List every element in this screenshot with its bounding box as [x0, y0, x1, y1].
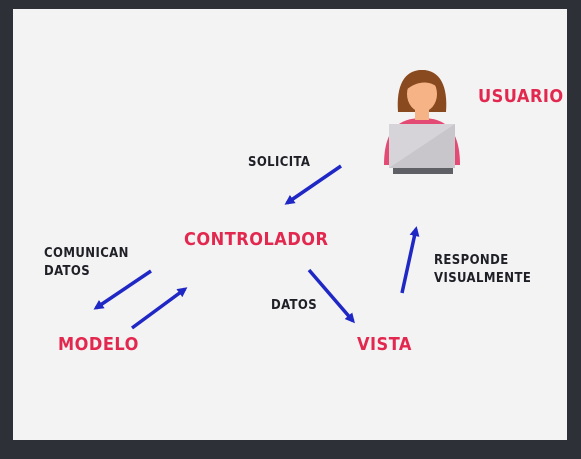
- node-vista: VISTA: [357, 334, 412, 355]
- woman-at-laptop-icon: [384, 70, 460, 174]
- edge-label-responde-visualmente: RESPONDE VISUALMENTE: [434, 252, 531, 288]
- node-controlador: CONTROLADOR: [184, 229, 329, 250]
- arrow-controlador-to-modelo: [93, 269, 152, 310]
- arrow-modelo-to-controlador: [130, 287, 188, 330]
- arrow-solicita: [284, 164, 342, 205]
- edge-label-comunican-line1: COMUNICAN: [44, 246, 129, 261]
- edge-label-comunican-line2: DATOS: [44, 264, 91, 279]
- edge-label-responde-line1: RESPONDE: [434, 253, 509, 268]
- edge-label-responde-line2: VISUALMENTE: [434, 271, 532, 286]
- arrow-controlador-to-vista: [307, 268, 355, 324]
- edge-label-comunican-datos: COMUNICAN DATOS: [44, 245, 129, 281]
- diagram-panel: [13, 9, 567, 440]
- node-modelo: MODELO: [58, 334, 139, 355]
- arrow-vista-to-usuario: [400, 226, 420, 294]
- edge-label-datos: DATOS: [271, 298, 318, 313]
- edge-label-solicita: SOLICITA: [248, 155, 311, 170]
- node-usuario: USUARIO: [478, 86, 564, 107]
